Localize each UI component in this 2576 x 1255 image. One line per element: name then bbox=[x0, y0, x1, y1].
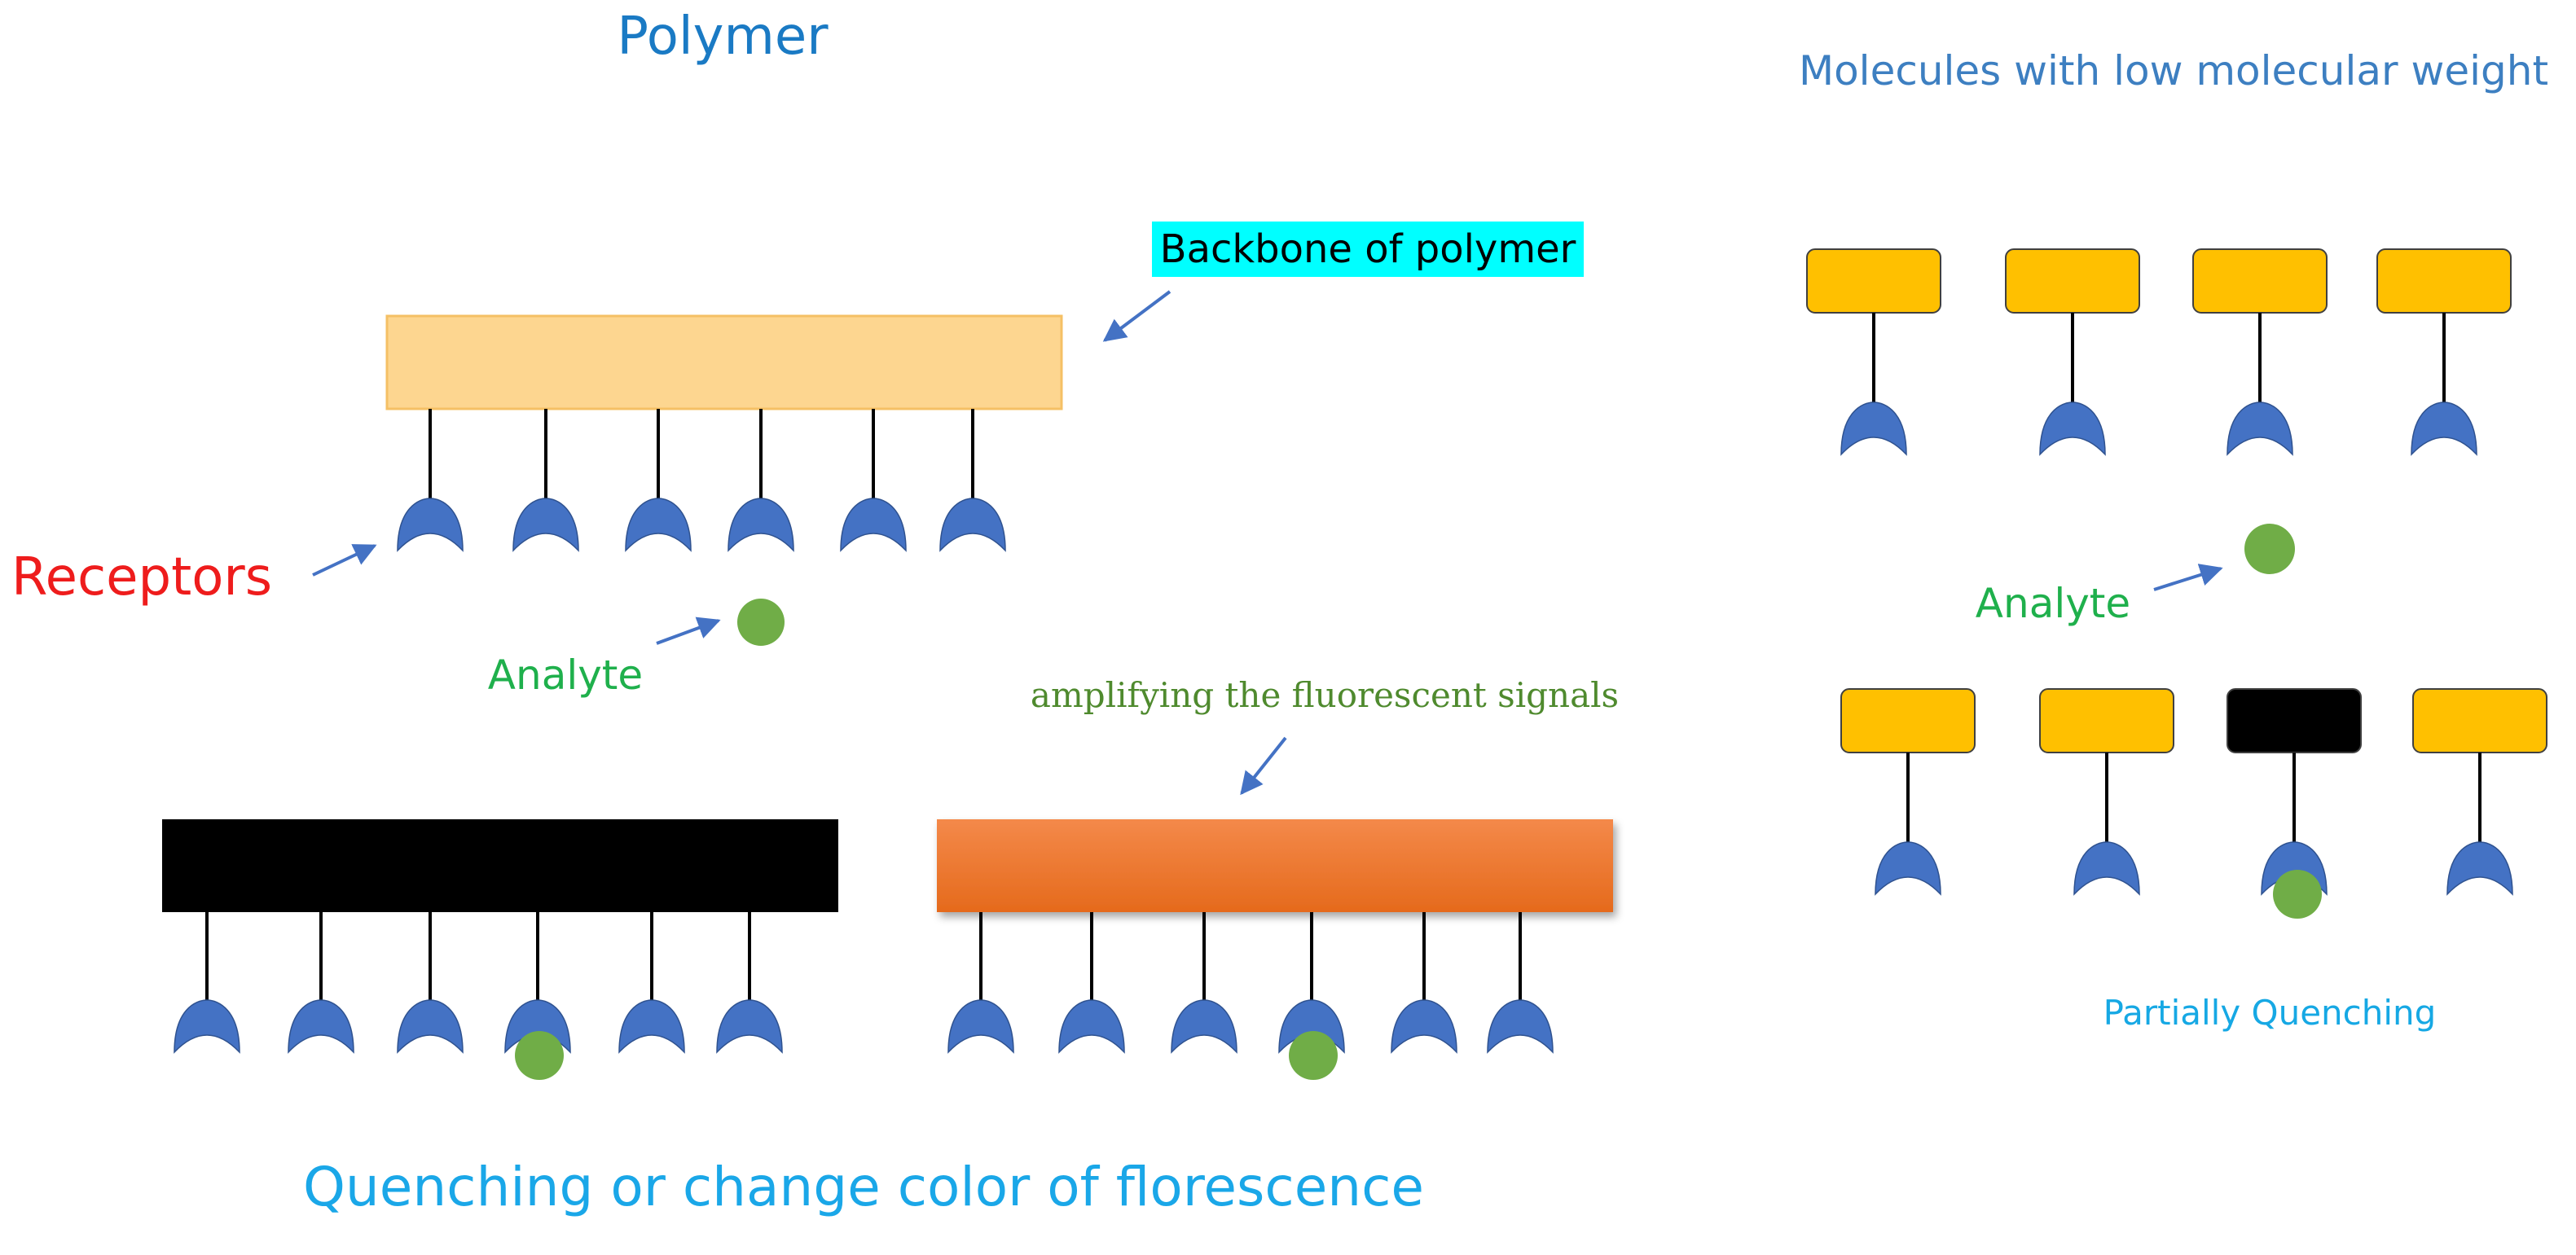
fluorophore-unit bbox=[2039, 688, 2174, 753]
partial-quenching-label: Partially Quenching bbox=[2103, 993, 2437, 1033]
receptor bbox=[1391, 999, 1457, 1054]
quenched-fluorophore-unit bbox=[2227, 688, 2362, 753]
analyte-arrow bbox=[656, 617, 721, 645]
receptor bbox=[1840, 402, 1907, 456]
quenched-polymer-receptors bbox=[174, 912, 783, 1080]
receptor bbox=[2227, 402, 2293, 456]
backbone-arrow bbox=[1102, 290, 1172, 342]
receptor bbox=[728, 498, 794, 552]
bound-analyte-dot bbox=[515, 1031, 564, 1080]
receptor bbox=[2039, 402, 2106, 456]
fluorophore-unit bbox=[2005, 248, 2140, 314]
receptor bbox=[716, 999, 783, 1054]
quenching-title: Quenching or change color of florescence bbox=[303, 1156, 1424, 1218]
fluorophore-unit bbox=[2412, 688, 2547, 753]
receptor bbox=[2073, 841, 2140, 896]
molecules-bottom-row bbox=[1840, 688, 2547, 919]
receptor bbox=[939, 498, 1006, 552]
fluorophore-unit bbox=[1806, 248, 1941, 314]
amplifying-label: amplifying the fluorescent signals bbox=[1031, 675, 1619, 715]
receptor bbox=[2446, 841, 2513, 896]
small-molecules-title: Molecules with low molecular weight bbox=[1799, 47, 2548, 94]
amplified-polymer-receptors bbox=[947, 912, 1554, 1080]
bound-analyte-dot bbox=[1289, 1031, 1338, 1080]
receptor bbox=[174, 999, 240, 1054]
molecules-top-row bbox=[1806, 248, 2512, 456]
receptor bbox=[2411, 402, 2477, 456]
receptor bbox=[397, 999, 464, 1054]
fluorophore-unit bbox=[2192, 248, 2328, 314]
molecules-analyte-arrow bbox=[2153, 564, 2223, 591]
polymer-title: Polymer bbox=[617, 7, 829, 67]
receptor bbox=[1487, 999, 1554, 1054]
receptor bbox=[1875, 841, 1941, 896]
receptors-label: Receptors bbox=[11, 547, 272, 608]
receptor bbox=[288, 999, 354, 1054]
top-polymer-receptors bbox=[397, 409, 1006, 552]
quenched-polymer-backbone bbox=[162, 819, 838, 912]
amplified-polymer-backbone bbox=[937, 819, 1613, 912]
fluorophore-unit bbox=[1840, 688, 1976, 753]
polymer-backbone bbox=[385, 314, 1063, 410]
receptors-arrow bbox=[312, 544, 377, 577]
receptor bbox=[840, 498, 907, 552]
receptor bbox=[512, 498, 579, 552]
receptor bbox=[1058, 999, 1125, 1054]
receptor bbox=[618, 999, 685, 1054]
analyte-dot bbox=[737, 599, 785, 646]
molecules-analyte-dot bbox=[2244, 524, 2295, 574]
analyte-label: Analyte bbox=[488, 652, 643, 699]
backbone-label-highlight bbox=[1152, 222, 1584, 277]
receptor bbox=[625, 498, 692, 552]
receptor bbox=[1171, 999, 1237, 1054]
receptor bbox=[947, 999, 1014, 1054]
amplifying-arrow bbox=[1240, 736, 1287, 796]
bound-analyte-dot bbox=[2273, 870, 2322, 919]
fluorophore-unit bbox=[2376, 248, 2512, 314]
backbone-label: Backbone of polymer bbox=[1160, 226, 1576, 272]
molecules-analyte-label: Analyte bbox=[1976, 580, 2130, 627]
receptor bbox=[397, 498, 464, 552]
